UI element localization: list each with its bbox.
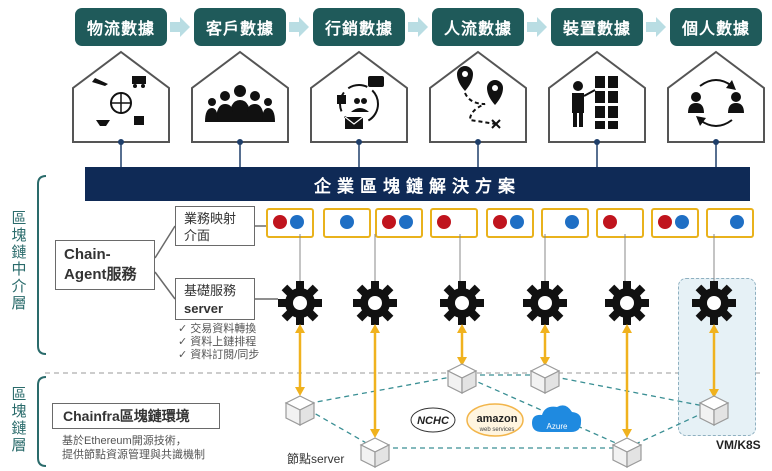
amazon-logo: amazon web services (466, 403, 524, 437)
node-server-icon (699, 395, 729, 426)
mapping-pair (651, 208, 699, 238)
mapping-pair (541, 208, 589, 238)
gear-icon (523, 281, 567, 325)
chain-agent-title-2: Agent服務 (64, 266, 137, 283)
gear-icon (692, 281, 736, 325)
mapping-pair (486, 208, 534, 238)
mapping-label-1: 業務映射 (184, 211, 237, 226)
nchc-logo: NCHC (410, 407, 456, 433)
mapping-pair (323, 208, 371, 238)
chain-agent-title-1: Chain- (64, 246, 111, 263)
svg-text:Azure: Azure (547, 422, 568, 431)
base-service-label-1: 基礎服務 (184, 283, 237, 298)
gear-icon (353, 281, 397, 325)
chainfra-desc-1: 基於Ethereum開源技術， (62, 435, 187, 447)
house-row (72, 50, 765, 167)
svg-text:NCHC: NCHC (417, 415, 450, 427)
chain-agent-box: Chain- Agent服務 (55, 240, 155, 290)
gear-icon (278, 281, 322, 325)
side-label-bottom: 區塊鏈層 (11, 386, 27, 454)
node-server-icon (530, 363, 560, 394)
source-arrows (170, 17, 666, 37)
node-server-icon (612, 437, 642, 468)
node-server-icon (360, 437, 390, 468)
source-label-customer: 客戶數據 (194, 8, 286, 46)
chainfra-description: 基於Ethereum開源技術， 提供節點資源管理與共識機制 (62, 434, 205, 462)
base-service-box: 基礎服務 server (175, 278, 255, 320)
source-label-logistics: 物流數據 (75, 8, 167, 46)
feature-item: ✓ 資料上鏈排程 (178, 336, 257, 348)
gear-icon (440, 281, 484, 325)
mapping-pair (706, 208, 754, 238)
logistics-icon (92, 76, 146, 126)
route-icon (457, 66, 503, 129)
mapping-pair (266, 208, 314, 238)
azure-logo: Azure (532, 405, 582, 432)
feature-item: ✓ 交易資料轉換 (178, 323, 257, 335)
source-label-device: 裝置數據 (551, 8, 643, 46)
gear-icon (605, 281, 649, 325)
chainfra-box: Chainfra區塊鏈環境 (52, 403, 220, 429)
node-server-icon (285, 395, 315, 426)
feature-list: ✓ 交易資料轉換 ✓ 資料上鏈排程 ✓ 資料訂閱/同步 (178, 323, 259, 362)
exchange-icon (688, 79, 744, 127)
svg-text:web services: web services (479, 427, 515, 433)
devices-icon (572, 76, 618, 129)
people-icon (205, 85, 275, 122)
mapping-pair (596, 208, 644, 238)
source-label-traffic: 人流數據 (432, 8, 524, 46)
node-server-label: 節點server (287, 452, 345, 466)
svg-text:amazon: amazon (477, 413, 518, 425)
side-brackets (37, 175, 47, 467)
side-label-middle: 區塊鏈中介層 (11, 210, 27, 312)
mapping-pair (430, 208, 478, 238)
source-label-personal: 個人數據 (670, 8, 762, 46)
base-service-label-2: server (184, 301, 224, 316)
source-label-marketing: 行銷數據 (313, 8, 405, 46)
marketing-icon (337, 76, 384, 129)
mapping-interface-box: 業務映射 介面 (175, 206, 255, 246)
vm-k8s-label: VM/K8S (716, 438, 761, 452)
feature-item: ✓ 資料訂閱/同步 (178, 349, 260, 361)
chainfra-desc-2: 提供節點資源管理與共識機制 (62, 449, 205, 461)
enterprise-banner: 企業區塊鏈解決方案 (85, 167, 750, 201)
mapping-pair (375, 208, 423, 238)
node-server-icon (447, 363, 477, 394)
mapping-label-2: 介面 (184, 228, 211, 243)
